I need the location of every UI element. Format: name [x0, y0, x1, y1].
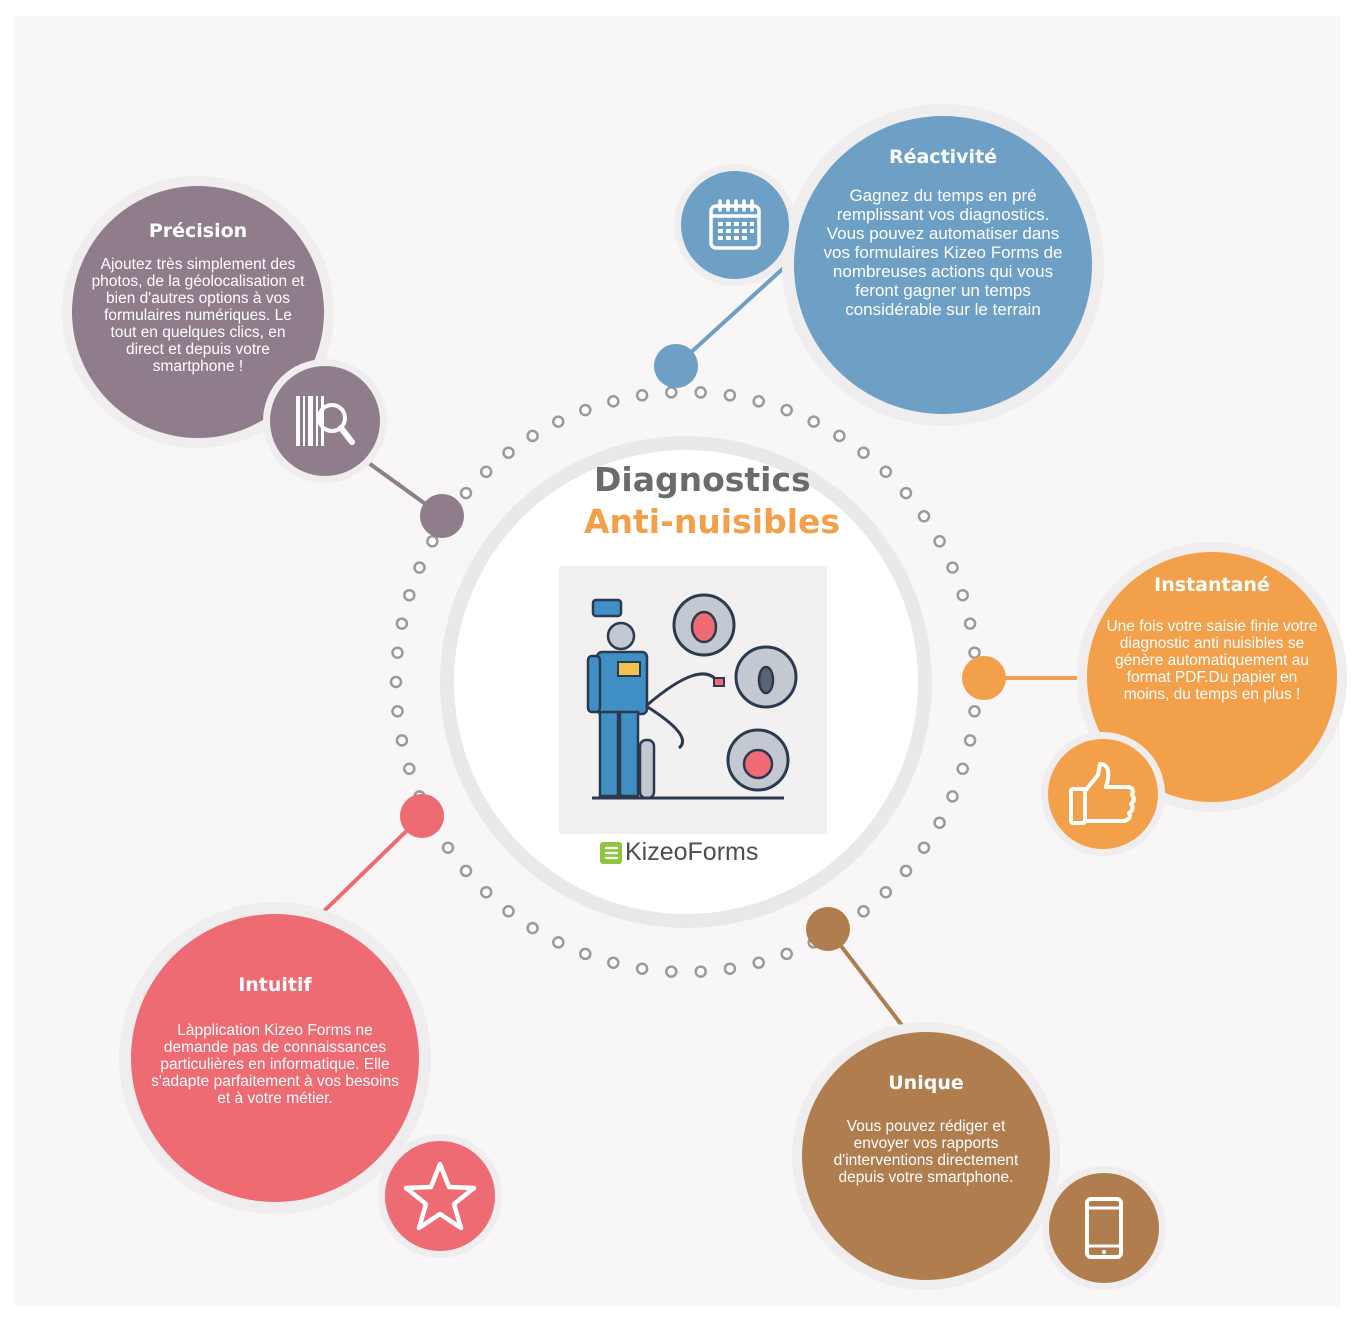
barcode-search-icon [296, 396, 355, 446]
orbit-dot [635, 962, 649, 975]
orbit-dot [526, 921, 539, 935]
orbit-dot [933, 816, 946, 829]
orbit-dot [552, 936, 565, 949]
orbit-dot [694, 386, 707, 399]
orbit-dot [899, 486, 913, 500]
orbit-dot [459, 864, 473, 878]
precision-bubble: Précision Ajoutez très simplement des ph… [72, 186, 324, 438]
orbit-dot [389, 675, 403, 689]
orbit-dot [579, 947, 592, 961]
pest-control-illustration [559, 566, 827, 834]
orbit-dot [879, 885, 893, 899]
calendar-icon [709, 199, 761, 250]
instantane-icon-circle [1048, 739, 1158, 849]
orbit-dot [526, 429, 539, 443]
orbit-dot [395, 734, 409, 747]
orbit-dot [899, 864, 913, 878]
orbit-dot [968, 705, 981, 718]
orbit-dot [502, 446, 515, 459]
reactivite-text: Gagnez du temps en pré remplissant vos d… [823, 186, 1063, 319]
unique-bubble: Unique Vous pouvez rédiger et envoyer vo… [802, 1032, 1050, 1280]
orbit-dot [879, 465, 893, 479]
orbit-dot [391, 646, 404, 659]
orbit-dot [552, 415, 565, 428]
orbit-dot [403, 762, 416, 776]
orbit-dot [968, 646, 981, 659]
orbit-dot [956, 762, 969, 776]
intuitif-bubble: Intuitif Làpplication Kizeo Forms ne dem… [131, 914, 419, 1202]
connector-layer [317, 261, 1099, 1030]
precision-text: Ajoutez très simplement des photos, de l… [91, 256, 305, 375]
orbit-dot [956, 588, 969, 602]
infographic: Précision Ajoutez très simplement des ph… [14, 16, 1347, 1306]
kizeo-logo-icon [600, 842, 622, 864]
intuitif-icon-circle [385, 1141, 495, 1251]
orbit-dot [752, 395, 765, 408]
center-title-line1: Diagnostics [594, 460, 811, 499]
intuitif-text: Làpplication Kizeo Forms ne demande pas … [151, 1022, 399, 1107]
orbit-dot [833, 429, 846, 443]
orbit-dot [635, 389, 649, 402]
star-icon [403, 1161, 477, 1231]
orbit-dot [607, 956, 620, 969]
orbit-dot [857, 905, 870, 918]
orbit-dot [479, 465, 493, 479]
orbit-dot [857, 446, 870, 459]
orbit-dot [752, 956, 765, 969]
smartphone-icon [1085, 1197, 1123, 1259]
orbit-dot [665, 965, 678, 978]
orbit-dot [479, 885, 493, 899]
orbit-dot [502, 905, 515, 918]
unique-node [806, 907, 850, 951]
instantane-text: Une fois votre saisie finie votre diagno… [1106, 618, 1318, 703]
intuitif-connector [317, 814, 424, 918]
unique-title: Unique [888, 1072, 964, 1094]
orbit-dot [963, 734, 977, 747]
orbit-dot [607, 395, 620, 408]
reactivite-title: Réactivité [888, 146, 998, 168]
intuitif-title: Intuitif [238, 974, 312, 996]
thumbs-up-icon [1069, 762, 1136, 825]
reactivite-bubble: Réactivité Gagnez du temps en pré rempli… [794, 116, 1092, 414]
orbit-dot [459, 486, 473, 500]
precision-node [420, 494, 464, 538]
orbit-dot [579, 403, 592, 417]
orbit-dot [426, 535, 439, 548]
precision-title: Précision [148, 220, 248, 242]
orbit-dot [780, 403, 793, 417]
orbit-dot [391, 705, 404, 718]
unique-text: Vous pouvez rédiger et envoyer vos rappo… [833, 1118, 1019, 1186]
orbit-dot [665, 386, 678, 399]
reactivite-connector [674, 261, 791, 368]
orbit-dot [723, 389, 737, 402]
brand-name: KizeoForms [625, 838, 759, 866]
instantane-node [962, 656, 1006, 700]
orbit-dot [933, 535, 946, 548]
unique-icon-circle [1049, 1173, 1159, 1283]
orbit-dot [917, 841, 931, 854]
orbit-dot [780, 947, 793, 961]
orbit-dot [963, 617, 977, 630]
orbit-dot [413, 561, 426, 574]
dotted-orbit [389, 386, 983, 978]
orbit-dot [946, 790, 959, 803]
orbit-dot [694, 965, 707, 978]
reactivite-node [654, 344, 698, 388]
orbit-dot [395, 617, 409, 630]
instantane-title: Instantané [1154, 574, 1270, 596]
orbit-dot [403, 588, 416, 602]
reactivite-icon-circle [681, 171, 789, 279]
orbit-dot [441, 841, 455, 854]
orbit-dot [946, 561, 959, 574]
orbit-dot [807, 415, 820, 428]
precision-icon-circle [270, 366, 380, 476]
center-title-line2: Anti-nuisibles [584, 502, 841, 541]
orbit-dot [917, 510, 931, 523]
orbit-dot [723, 962, 737, 975]
intuitif-node [400, 794, 444, 838]
